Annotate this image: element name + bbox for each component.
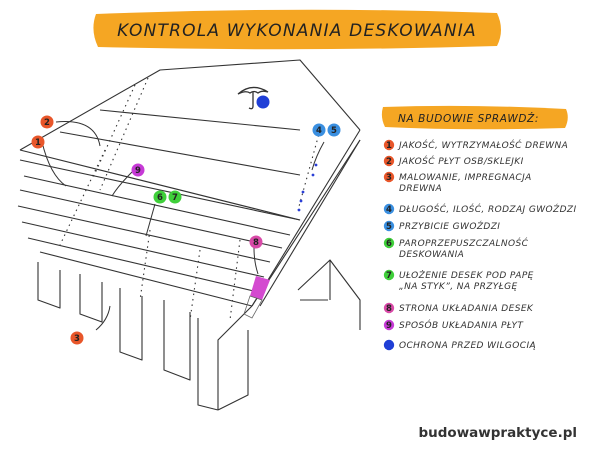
- legend-text: OCHRONA PRZED WILGOCIĄ: [399, 341, 536, 351]
- legend-item: OCHRONA PRZED WILGOCIĄ: [383, 339, 536, 351]
- diagram-marker: 2: [40, 115, 54, 129]
- legend-text: MALOWANIE, IMPREGNACJA: [399, 173, 532, 183]
- diagram-marker-label: 7: [172, 193, 178, 203]
- legend-marker-number: 5: [386, 222, 392, 232]
- legend-marker: [383, 171, 395, 183]
- legend-item: 8 STRONA UKŁADANIA DESEK: [383, 302, 534, 314]
- diagram-marker-dot: [168, 190, 182, 204]
- diagram-marker-dot: [327, 123, 341, 137]
- nail-dots: [297, 163, 318, 212]
- legend-marker-number: 3: [386, 173, 392, 183]
- legend-title: NA BUDOWIE SPRAWDŹ:: [398, 112, 539, 125]
- legend-text: DŁUGOŚĆ, ILOŚĆ, RODZAJ GWOŹDZI: [399, 203, 577, 215]
- legend-item: 5 PRZYBICIE GWOŹDZI: [383, 220, 500, 232]
- legend-marker: [383, 237, 395, 249]
- diagram-marker: 6: [153, 190, 167, 204]
- legend-marker-number: 1: [386, 141, 392, 151]
- legend-item: 1 JAKOŚĆ, WYTRZYMAŁOŚĆ DREWNA: [383, 139, 568, 151]
- legend-marker-number: 8: [386, 304, 392, 314]
- legend-text: JAKOŚĆ, WYTRZYMAŁOŚĆ DREWNA: [397, 139, 568, 151]
- legend-marker: [383, 339, 395, 351]
- legend-marker: [383, 220, 395, 232]
- legend-text: „NA STYK”, NA PRZYŁGĘ: [399, 282, 518, 292]
- diagram-marker-label: 3: [74, 334, 80, 344]
- roof-illustration: [17, 59, 361, 411]
- legend-item: 4 DŁUGOŚĆ, ILOŚĆ, RODZAJ GWOŹDZI: [383, 203, 577, 215]
- legend-marker: [383, 155, 395, 167]
- diagram-marker: 8: [249, 235, 263, 249]
- diagram-marker: [256, 95, 270, 109]
- legend-marker: [383, 319, 395, 331]
- legend-marker-number: 4: [386, 205, 392, 215]
- diagram-marker: 5: [327, 123, 341, 137]
- legend-marker: [383, 269, 395, 281]
- legend-text: PRZYBICIE GWOŹDZI: [399, 220, 500, 232]
- diagram-marker-dot: [153, 190, 167, 204]
- diagram-marker-dot: [131, 163, 145, 177]
- legend-text: SPOSÓB UKŁADANIA PŁYT: [399, 319, 524, 331]
- title-banner: KONTROLA WYKONANIA DESKOWANIA: [93, 9, 501, 50]
- arrows: [41, 121, 325, 331]
- legend-marker: [383, 203, 395, 215]
- legend-marker-number: 2: [386, 157, 392, 167]
- hatch-strip: [243, 295, 263, 319]
- legend-text: DREWNA: [399, 184, 442, 194]
- diagram-marker-label: 2: [44, 118, 50, 128]
- legend-item: 2 JAKOŚĆ PŁYT OSB/SKLEJKI: [383, 155, 524, 167]
- diagram-marker: 1: [31, 135, 45, 149]
- legend-text: UŁOŻENIE DESEK POD PAPĘ: [399, 270, 534, 281]
- diagram-marker-dot: [312, 123, 326, 137]
- legend-item: 9 SPOSÓB UKŁADANIA PŁYT: [383, 319, 524, 331]
- legend-marker-number: 6: [386, 239, 392, 249]
- diagram-marker-label: 6: [157, 193, 163, 203]
- legend-marker: [383, 302, 395, 314]
- diagram-marker: 9: [131, 163, 145, 177]
- legend: NA BUDOWIE SPRAWDŹ: 1 JAKOŚĆ, WYTRZYMAŁOŚ…: [381, 105, 577, 351]
- page-title: KONTROLA WYKONANIA DESKOWANIA: [117, 21, 477, 41]
- legend-item: 7 UŁOŻENIE DESEK POD PAPĘ„NA STYK”, NA PR…: [383, 269, 534, 292]
- magenta-strip: [250, 276, 270, 300]
- diagram-marker-label: 5: [331, 126, 337, 136]
- legend-marker: [383, 139, 395, 151]
- legend-text: STRONA UKŁADANIA DESEK: [399, 304, 534, 314]
- legend-text: DESKOWANIA: [399, 250, 464, 260]
- umbrella-icon: [237, 86, 269, 110]
- diagram-marker-dot: [31, 135, 45, 149]
- diagram-marker: 4: [312, 123, 326, 137]
- legend-text: PAROPRZEPUSZCZALNOŚĆ: [399, 237, 529, 249]
- diagram-marker-label: 9: [135, 166, 141, 176]
- legend-text: JAKOŚĆ PŁYT OSB/SKLEJKI: [397, 155, 524, 167]
- diagram-marker-dot: [70, 331, 84, 345]
- diagram-marker: 7: [168, 190, 182, 204]
- legend-marker-number: 7: [386, 271, 392, 281]
- diagram-marker-dot: [249, 235, 263, 249]
- diagram-marker-label: 4: [316, 126, 322, 136]
- diagram-marker-label: 8: [253, 238, 259, 248]
- legend-marker-number: 9: [386, 321, 392, 331]
- diagram-marker-dot: [40, 115, 54, 129]
- diagram-marker-label: 1: [35, 138, 41, 148]
- legend-items: 1 JAKOŚĆ, WYTRZYMAŁOŚĆ DREWNA 2 JAKOŚĆ PŁYT…: [383, 139, 577, 351]
- brand-label: budowawpraktyce.pl: [418, 425, 577, 441]
- diagram-marker-dot: [256, 95, 270, 109]
- diagram-marker: 3: [70, 331, 84, 345]
